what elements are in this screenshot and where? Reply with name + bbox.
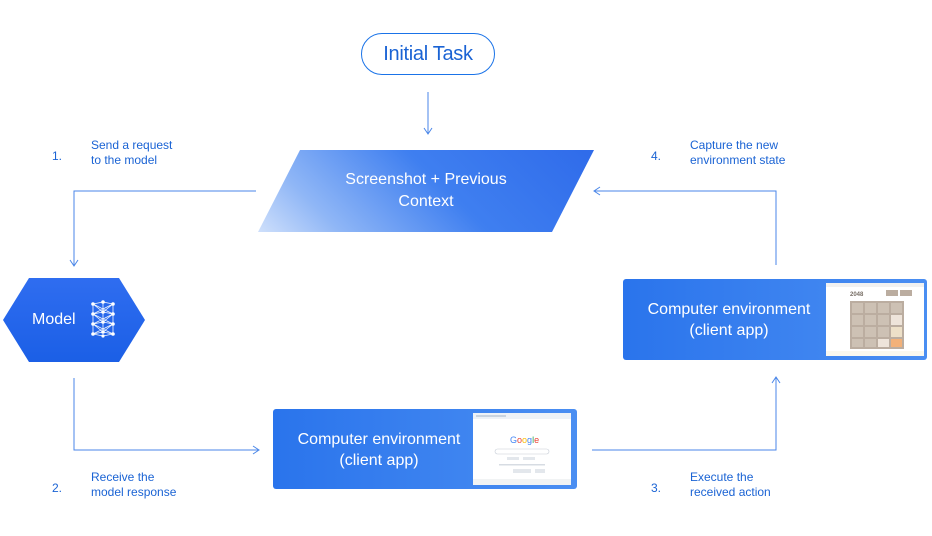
- context-line2: Context: [398, 193, 454, 210]
- step-4-line1: Capture the new: [690, 138, 779, 152]
- step-3-number: 3.: [651, 481, 662, 495]
- google-search-thumbnail: Google: [473, 413, 571, 485]
- initial-task-label: Initial Task: [383, 42, 473, 65]
- step-4-number: 4.: [651, 149, 662, 163]
- step-3-line1: Execute the: [690, 470, 754, 484]
- step-3-label: Execute the received action: [690, 470, 771, 500]
- env-right-line1: Computer environment: [647, 301, 811, 318]
- step-2-label: Receive the model response: [91, 470, 176, 500]
- step-1-label: Send a request to the model: [91, 138, 172, 168]
- arrow-context-to-model: [73, 190, 256, 265]
- svg-text:2048: 2048: [850, 292, 864, 298]
- arrow-env-to-context: [595, 190, 777, 265]
- step-4-label: Capture the new environment state: [690, 138, 785, 168]
- step-4-line2: environment state: [690, 153, 786, 167]
- step-3-line2: received action: [690, 485, 771, 499]
- arrow-env-to-env: [592, 378, 777, 451]
- step-1-line1: Send a request: [91, 138, 173, 152]
- env-bottom-line2: (client app): [339, 452, 419, 469]
- initial-task-node: Initial Task: [361, 33, 495, 75]
- step-2-line1: Receive the: [91, 470, 155, 484]
- svg-text:Google: Google: [510, 435, 539, 445]
- env-node-right: Computer environment (client app) 2048: [623, 279, 927, 360]
- context-node: Screenshot + Previous Context: [258, 150, 594, 232]
- model-node: [3, 278, 145, 362]
- step-1-number: 1.: [52, 149, 63, 163]
- env-bottom-line1: Computer environment: [297, 431, 461, 448]
- game-2048-thumbnail: 2048: [826, 283, 924, 356]
- context-line1: Screenshot + Previous: [345, 171, 507, 188]
- env-node-bottom: Computer environment (client app) Google: [273, 409, 577, 489]
- env-right-line2: (client app): [689, 322, 769, 339]
- step-2-line2: model response: [91, 485, 177, 499]
- step-1-line2: to the model: [91, 153, 158, 167]
- arrow-model-to-env: [73, 378, 258, 451]
- neural-network-icon: [91, 300, 115, 338]
- model-label: Model: [32, 311, 76, 328]
- step-2-number: 2.: [52, 481, 63, 495]
